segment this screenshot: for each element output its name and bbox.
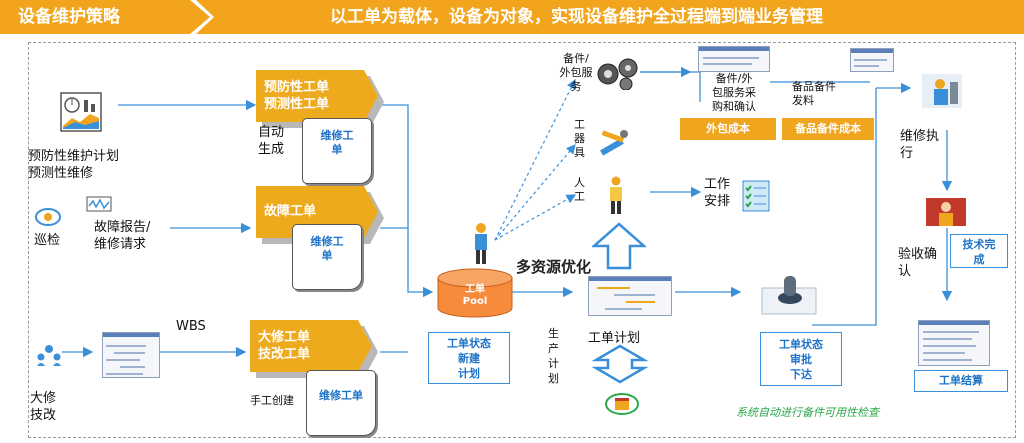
checklist-icon	[740, 178, 772, 212]
overhaul-order-tag: 大修工单 技改工单	[250, 320, 372, 372]
tech-complete-box: 技术完 成	[950, 234, 1008, 268]
multi-resource-optimization-label: 多资源优化	[516, 258, 592, 276]
work-arrange-label: 工作 安排	[704, 177, 731, 209]
repair-order-scroll: 维修工单	[306, 370, 376, 436]
auto-generate-label: 自动 生成	[258, 125, 285, 157]
technician-icon	[606, 176, 626, 216]
process-frame	[28, 42, 1016, 438]
preventive-plan-label: 预防性维护计划 预测性维修	[28, 149, 120, 181]
work-order-plan-label: 工单计划	[588, 331, 641, 346]
repair-exec-label: 维修执 行	[900, 129, 940, 161]
worker-icon	[470, 222, 492, 266]
spare-issue-label: 备品备件 发料	[792, 80, 836, 107]
inspector-icon	[926, 198, 966, 226]
inspection-label: 巡检	[34, 233, 61, 248]
outsource-cost-box: 外包成本	[680, 118, 776, 140]
purchase-confirm-label: 备件/外 包服务采 购和确认	[712, 72, 756, 113]
up-arrow-icon	[590, 222, 648, 270]
calendar-icon	[604, 392, 640, 416]
work-order-pool-cylinder	[436, 268, 514, 318]
production-plan-label: 生 产 计 划	[548, 327, 559, 385]
auto-check-note: 系统自动进行备件可用性检查	[736, 406, 879, 419]
team-people-icon	[36, 344, 62, 366]
maintenance-worker-icon	[922, 74, 962, 108]
work-order-settlement-box: 工单结算	[914, 370, 1008, 392]
work-plan-gantt-thumbnail	[588, 276, 672, 316]
status-approve-box: 工单状态 审批 下达	[760, 332, 842, 386]
fault-report-label: 故障报告/ 维修请求	[94, 220, 151, 252]
settlement-screen-thumbnail	[918, 320, 990, 366]
inspection-eye-icon	[34, 204, 62, 230]
approval-stamp-icon	[760, 272, 818, 316]
manual-create-label: 手工创建	[250, 394, 294, 407]
pool-label: 工单 Pool	[462, 284, 488, 307]
spare-service-label: 备件/ 外包服 务	[559, 52, 593, 93]
strategy-banner-title: 设备维护策略	[18, 7, 120, 27]
double-arrow-icon	[591, 344, 649, 384]
status-new-plan-box: 工单状态 新建 计划	[428, 332, 510, 384]
issue-form-thumbnail	[850, 48, 894, 72]
signal-monitor-icon	[86, 196, 112, 212]
headline-banner-title: 以工单为载体，设备为对象，实现设备维护全过程端到端业务管理	[330, 7, 823, 27]
strategy-banner	[0, 0, 210, 34]
overhaul-label: 大修 技改	[30, 391, 57, 423]
report-chart-icon	[60, 92, 102, 132]
acceptance-confirm-label: 验收确 认	[898, 247, 938, 279]
wbs-label: WBS	[176, 319, 206, 334]
repair-order-scroll: 维修工 单	[292, 224, 362, 290]
spare-parts-cost-box: 备品备件成本	[782, 118, 874, 140]
headline-banner	[196, 0, 1024, 34]
purchase-form-thumbnail	[698, 46, 770, 72]
tools-label: 工 器 具	[574, 118, 585, 159]
gears-icon	[596, 56, 640, 91]
tools-icon	[596, 126, 632, 158]
preventive-order-tag: 预防性工单 预测性工单	[256, 70, 378, 122]
wbs-gantt-thumbnail	[102, 332, 160, 378]
repair-order-scroll: 维修工 单	[302, 118, 372, 184]
labor-label: 人 工	[574, 176, 585, 203]
